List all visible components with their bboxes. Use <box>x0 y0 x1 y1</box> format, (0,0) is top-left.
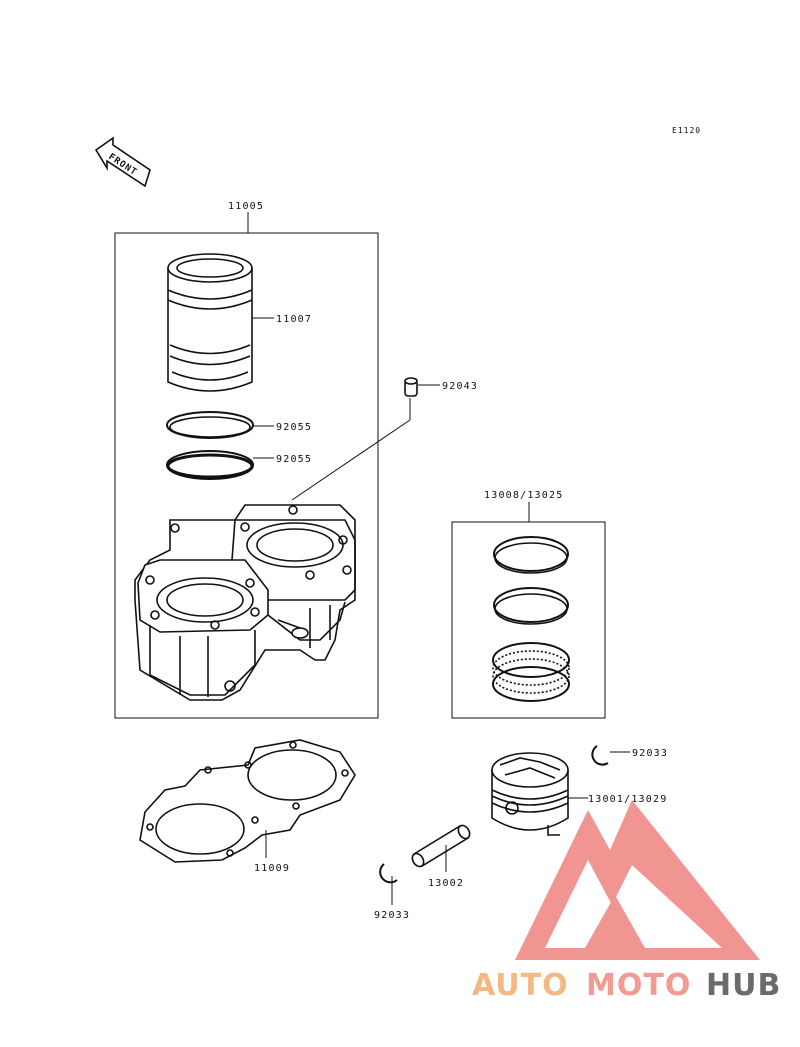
o-ring-lower[interactable] <box>166 450 254 480</box>
callout-92033-left[interactable]: 92033 <box>374 910 410 921</box>
piston[interactable] <box>491 752 569 836</box>
callout-92033-right[interactable]: 92033 <box>632 748 668 759</box>
base-gasket[interactable] <box>139 739 356 863</box>
circlip-left[interactable] <box>379 863 398 884</box>
piston-ring-set-frame <box>451 521 606 719</box>
piston-ring-top[interactable] <box>493 536 569 574</box>
circlip-right[interactable] <box>591 745 609 766</box>
cylinder-assembly-frame <box>114 232 379 719</box>
callout-92055-upper[interactable]: 92055 <box>276 422 312 433</box>
callout-11009[interactable]: 11009 <box>254 863 290 874</box>
watermark-hub: HUB <box>706 968 781 1003</box>
callout-92055-lower[interactable]: 92055 <box>276 454 312 465</box>
cylinder-assembly-group: 11005 <box>114 201 379 719</box>
watermark-auto: AUTO <box>472 968 569 1003</box>
cylinder-liner[interactable] <box>167 253 253 392</box>
callout-13001-13029[interactable]: 13001/13029 <box>588 794 667 805</box>
reference-code: E1120 <box>672 126 701 135</box>
piston-ring-oil[interactable] <box>492 642 570 702</box>
callout-11005[interactable]: 11005 <box>228 201 264 212</box>
callout-11007[interactable]: 11007 <box>276 314 312 325</box>
piston-ring-set-group: 13008/13025 <box>451 490 606 719</box>
callout-13008-13025[interactable]: 13008/13025 <box>484 490 563 501</box>
watermark-logo-icon <box>515 800 760 960</box>
callout-13002[interactable]: 13002 <box>428 878 464 889</box>
piston-pin[interactable] <box>410 823 472 868</box>
watermark-moto: MOTO <box>586 968 691 1003</box>
o-ring-upper[interactable] <box>166 411 254 439</box>
dowel-pin[interactable] <box>404 377 418 397</box>
cylinder-block[interactable] <box>134 504 356 701</box>
front-arrow-icon: FRONT <box>94 136 151 188</box>
callout-92043[interactable]: 92043 <box>442 381 478 392</box>
piston-ring-second[interactable] <box>493 587 569 625</box>
